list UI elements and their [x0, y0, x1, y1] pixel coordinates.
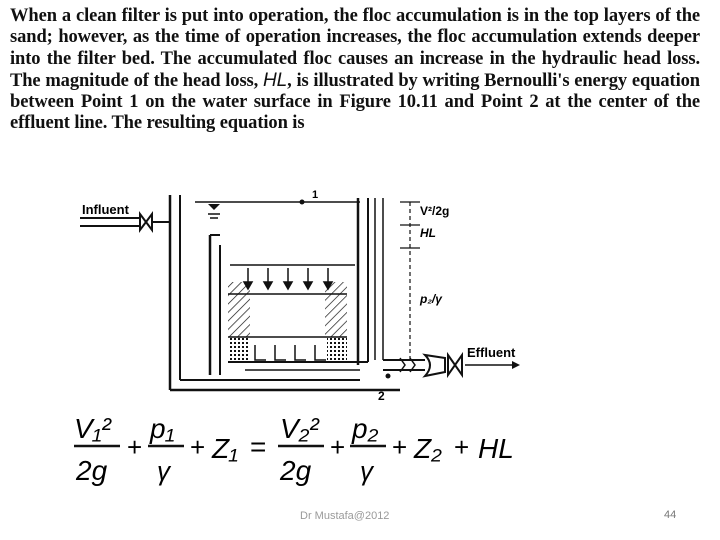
- eq-plus-4: +: [392, 432, 407, 462]
- eq-v1-squared: V₁²: [74, 413, 113, 444]
- point-1-marker: [299, 199, 305, 205]
- eq-gamma-right: γ: [360, 456, 375, 486]
- gravel-layer-left: [228, 337, 248, 362]
- body-paragraph: When a clean filter is put into operatio…: [10, 6, 700, 135]
- eq-plus-2: +: [190, 432, 205, 462]
- pressure-head-label: p₂/γ: [419, 292, 443, 306]
- effluent-label: Effluent: [467, 345, 516, 360]
- paragraph-text-part2: , is illustrated by writing Bernoulli's …: [10, 70, 700, 134]
- water-surface-symbol: [208, 204, 220, 210]
- sand-bed-left-hatch: [228, 282, 250, 337]
- bernoulli-equation: V₁² 2g + p₁ γ + Z₁ = V₂² 2g + p₂ γ + Z₂ …: [74, 413, 514, 486]
- paragraph-text-part1: When a clean filter is put into operatio…: [10, 6, 700, 91]
- effluent-arrow-head: [512, 361, 520, 369]
- eq-plus-3: +: [330, 432, 345, 462]
- effluent-controller: [422, 353, 446, 378]
- eq-2g-left: 2g: [75, 455, 108, 486]
- point-2-label: 2: [378, 389, 385, 403]
- influent-valve: [139, 211, 153, 233]
- eq-equals: =: [250, 431, 266, 462]
- eq-hl: HL: [478, 433, 514, 464]
- effluent-valve: [447, 351, 463, 379]
- gravel-layer-right: [327, 337, 347, 362]
- underdrain-arrows: [245, 345, 360, 371]
- eq-p1: p₁: [149, 413, 175, 444]
- point-1-label: 1: [312, 190, 318, 201]
- effluent-orifice: [399, 357, 416, 373]
- eq-z1: Z₁: [211, 433, 238, 464]
- sand-bed-right-hatch: [325, 282, 347, 337]
- eq-plus-5: +: [454, 432, 469, 462]
- point-2-marker: [385, 373, 391, 379]
- eq-v2-squared: V₂²: [280, 413, 320, 444]
- influent-label: Influent: [82, 202, 130, 217]
- head-loss-label: HL: [420, 226, 436, 240]
- velocity-head-label: V²/2g: [420, 204, 449, 218]
- eq-plus-1: +: [127, 432, 142, 462]
- filter-diagram: Influent 1: [80, 190, 520, 403]
- page-number: 44: [664, 509, 677, 521]
- eq-z2: Z₂: [413, 433, 442, 464]
- eq-gamma-left: γ: [157, 456, 172, 486]
- eq-p2: p₂: [351, 413, 379, 444]
- footer-author: Dr Mustafa@2012: [300, 510, 390, 522]
- flow-arrows-down: [242, 268, 334, 291]
- head-loss-symbol: HL: [263, 69, 288, 91]
- eq-2g-right: 2g: [279, 455, 312, 486]
